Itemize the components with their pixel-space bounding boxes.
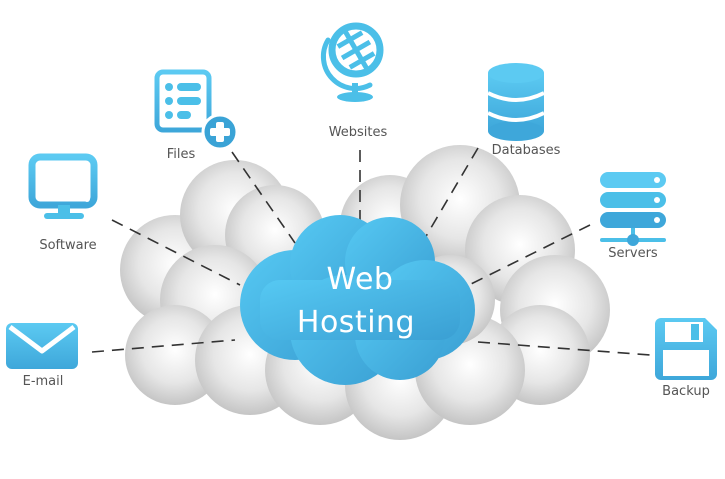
node-label-servers: Servers [608,246,658,261]
globe-icon [320,22,384,102]
web-hosting-cloud [240,215,475,385]
server-rack-icon [600,172,666,246]
node-label-email: E-mail [22,374,64,389]
envelope-icon [6,323,78,369]
connectors [91,147,651,356]
floppy-disk-icon [655,318,717,380]
connector-databases [424,147,479,239]
node-label-files: Files [166,147,196,162]
center-title-line2: Hosting [296,305,416,340]
connector-backup [477,341,651,356]
center-title-line1: Web [326,262,394,297]
monitor-icon [28,153,98,219]
node-label-databases: Databases [491,143,561,158]
connector-servers [464,224,591,288]
database-icon [487,63,545,141]
connector-email [91,339,236,353]
node-label-software: Software [39,238,97,253]
connector-software [111,219,241,286]
file-list-add-icon [154,69,239,151]
node-label-websites: Websites [328,125,388,140]
node-label-backup: Backup [662,384,710,399]
